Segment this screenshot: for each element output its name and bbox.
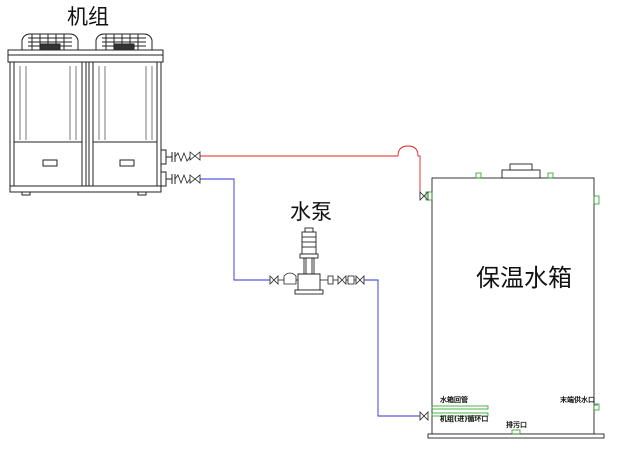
tank-title: 保温水箱 — [476, 264, 572, 292]
heat-pump-unit-icon — [7, 33, 164, 196]
end-supply-label: 末端供水口 — [560, 396, 595, 404]
vertical-pump-icon — [294, 227, 324, 295]
pump-title: 水泵 — [290, 200, 332, 224]
drain-label: 排污口 — [506, 421, 527, 429]
tank-fittings — [425, 172, 600, 435]
tank-return-label: 水箱回管 — [440, 396, 468, 404]
return-pipe — [200, 178, 420, 417]
gate-valve-icon — [189, 151, 429, 421]
unit-title: 机组 — [67, 5, 109, 29]
pump-line-fittings — [269, 272, 365, 285]
fan-right-icon — [95, 33, 153, 51]
insulated-tank-icon — [427, 163, 605, 439]
fan-left-icon — [21, 33, 79, 51]
unit-circulation-label: 机组(进)循环口 — [440, 415, 489, 423]
unit-connections — [160, 149, 191, 187]
